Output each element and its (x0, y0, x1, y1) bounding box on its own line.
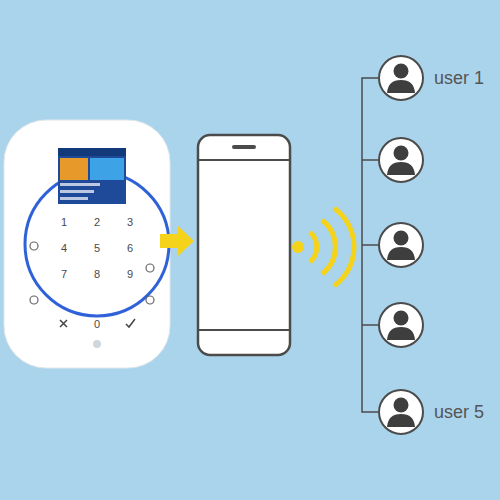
flow-arrow (160, 226, 194, 256)
user-node: user 1 (378, 55, 484, 101)
branch-line (362, 244, 378, 246)
keypad-digit: 4 (61, 243, 67, 254)
keypad-digit: 3 (127, 217, 133, 228)
screen-tile (90, 158, 124, 180)
branch-line (362, 324, 378, 326)
signal-wave (322, 220, 335, 274)
keypad-digit: 8 (94, 269, 100, 280)
user-circle (378, 389, 424, 435)
keypad-digit: 2 (94, 217, 100, 228)
signal-wave (334, 208, 354, 286)
panel-logo (93, 340, 101, 348)
side-key (30, 242, 38, 250)
user-circle (379, 138, 423, 182)
phone (198, 135, 290, 355)
phone-band (198, 159, 290, 161)
user-circle (379, 303, 423, 347)
screen-bar (58, 148, 126, 156)
user-circle (379, 223, 423, 267)
keypad-digit: 5 (94, 243, 100, 254)
alarm-panel (4, 120, 170, 368)
cancel-key (60, 320, 67, 327)
signal-wave (310, 232, 317, 262)
phone-band (198, 329, 290, 331)
keypad-digit: 1 (61, 217, 67, 228)
user-label: user 1 (434, 68, 484, 89)
tree-connector (362, 78, 378, 412)
user-circle (378, 55, 424, 101)
signal-dot (292, 241, 304, 253)
side-key (146, 264, 154, 272)
screen-line (60, 183, 100, 186)
user-label: user 5 (434, 402, 484, 423)
screen-line (60, 197, 88, 200)
keypad-digit: 7 (61, 269, 67, 280)
user-node: user 5 (378, 389, 484, 435)
branch-line (362, 159, 378, 161)
confirm-key (126, 319, 135, 327)
screen-tile (60, 158, 88, 180)
screen-line (60, 190, 94, 193)
side-key (146, 296, 154, 304)
keypad-digit: 9 (127, 269, 133, 280)
side-key (30, 296, 38, 304)
panel-screen (58, 148, 126, 204)
keypad-digit: 6 (127, 243, 133, 254)
keypad-digit: 0 (94, 319, 100, 330)
phone-speaker (232, 145, 256, 149)
